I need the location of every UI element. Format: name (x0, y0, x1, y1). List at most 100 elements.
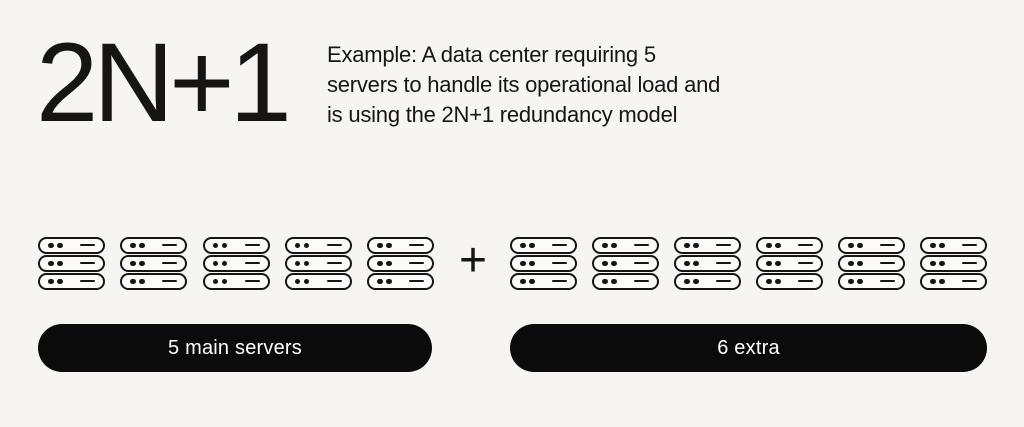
server-icon (674, 273, 741, 290)
extra-servers-badge: 6 extra (510, 324, 987, 372)
vent-line-icon (244, 280, 260, 283)
vent-line-icon (326, 280, 342, 283)
led-dots-icon (602, 278, 617, 284)
led-dots-icon (684, 260, 699, 266)
main-servers-badge: 5 main servers (38, 324, 432, 372)
server-icon (367, 237, 434, 254)
server-icon (920, 255, 987, 272)
vent-line-icon (244, 262, 260, 265)
vent-line-icon (716, 262, 731, 265)
server-stack (920, 237, 987, 290)
description-line: servers to handle its operational load a… (327, 72, 721, 97)
server-icon (592, 255, 659, 272)
server-icon (510, 273, 577, 290)
led-dots-icon (766, 242, 781, 248)
led-dots-icon (520, 242, 535, 248)
extra-servers-badge-label: 6 extra (717, 336, 780, 359)
led-dots-icon (130, 278, 145, 284)
led-dots-icon (520, 278, 535, 284)
vent-line-icon (716, 280, 731, 283)
server-icon (367, 273, 434, 290)
server-stack (38, 237, 105, 290)
server-icon (202, 237, 270, 254)
server-icon (838, 255, 905, 272)
led-dots-icon (212, 278, 227, 284)
description-text: Example: A data center requiring 5 serve… (327, 40, 720, 130)
led-dots-icon (130, 242, 145, 248)
vent-line-icon (798, 262, 813, 265)
vent-line-icon (409, 244, 424, 247)
server-icon (367, 255, 434, 272)
led-dots-icon (930, 260, 945, 266)
server-icon (120, 273, 188, 290)
server-icon (38, 273, 105, 290)
vent-line-icon (962, 244, 977, 247)
vent-line-icon (552, 280, 567, 283)
led-dots-icon (48, 242, 63, 248)
server-stack (674, 237, 741, 290)
server-icon (838, 237, 905, 254)
server-icon (592, 237, 659, 254)
server-icon (838, 273, 905, 290)
vent-line-icon (634, 244, 649, 247)
description-line: Example: A data center requiring 5 (327, 42, 656, 67)
server-icon (920, 237, 987, 254)
vent-line-icon (880, 262, 895, 265)
server-icon (120, 237, 188, 254)
led-dots-icon (766, 278, 781, 284)
vent-line-icon (80, 280, 95, 283)
led-dots-icon (212, 260, 227, 266)
vent-line-icon (326, 262, 342, 265)
led-dots-icon (848, 242, 863, 248)
server-icon (756, 273, 823, 290)
vent-line-icon (409, 280, 424, 283)
vent-line-icon (880, 244, 895, 247)
led-dots-icon (294, 278, 310, 284)
server-icon (284, 237, 352, 254)
vent-line-icon (80, 244, 95, 247)
led-dots-icon (377, 278, 392, 284)
server-icon (202, 273, 270, 290)
vent-line-icon (962, 280, 977, 283)
server-icon (920, 273, 987, 290)
server-icon (284, 255, 352, 272)
main-servers-badge-label: 5 main servers (168, 336, 302, 359)
server-stack (284, 237, 352, 290)
server-stack (756, 237, 823, 290)
led-dots-icon (848, 260, 863, 266)
server-icon (510, 255, 577, 272)
plus-sign: + (458, 234, 488, 287)
vent-line-icon (552, 244, 567, 247)
vent-line-icon (162, 262, 178, 265)
led-dots-icon (294, 242, 310, 248)
server-group-extra (510, 237, 987, 290)
vent-line-icon (162, 244, 178, 247)
server-icon (674, 237, 741, 254)
led-dots-icon (377, 260, 392, 266)
vent-line-icon (798, 280, 813, 283)
server-icon (592, 273, 659, 290)
server-group-main (38, 237, 434, 290)
server-icon (284, 273, 352, 290)
vent-line-icon (244, 244, 260, 247)
led-dots-icon (294, 260, 310, 266)
vent-line-icon (880, 280, 895, 283)
led-dots-icon (930, 278, 945, 284)
server-stack (367, 237, 434, 290)
vent-line-icon (80, 262, 95, 265)
vent-line-icon (634, 280, 649, 283)
server-icon (38, 255, 105, 272)
server-stack (838, 237, 905, 290)
led-dots-icon (48, 278, 63, 284)
server-icon (202, 255, 270, 272)
server-icon (510, 237, 577, 254)
server-icon (38, 237, 105, 254)
vent-line-icon (552, 262, 567, 265)
page-title: 2N+1 (36, 20, 292, 145)
server-icon (756, 237, 823, 254)
vent-line-icon (162, 280, 178, 283)
server-stack (120, 237, 188, 290)
server-icon (674, 255, 741, 272)
led-dots-icon (766, 260, 781, 266)
led-dots-icon (930, 242, 945, 248)
